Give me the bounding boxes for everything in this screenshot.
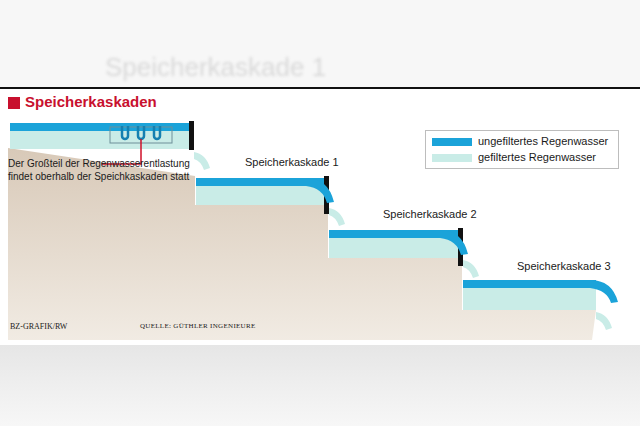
diagram-title: Speicherkaskaden [25, 93, 157, 110]
legend-swatch [432, 138, 472, 146]
cascade-label: Speicherkaskade 3 [517, 260, 611, 272]
faded-watermark: Speicherkaskade 1 [105, 52, 326, 83]
cascade-label: Speicherkaskade 1 [245, 156, 339, 168]
credit-text: BZ-GRAFIK/RW [10, 322, 67, 331]
legend-swatch [432, 154, 472, 162]
legend-text: ungefiltertes Regenwasser [478, 135, 608, 147]
source-text: QUELLE: GÜTHLER INGENIEURE [140, 322, 256, 330]
callout-note: Der Großteil der Regenwasserentlastung f… [8, 157, 193, 183]
cascade-label: Speicherkaskade 2 [383, 208, 477, 220]
legend-text: gefiltertes Regenwasser [478, 151, 596, 163]
